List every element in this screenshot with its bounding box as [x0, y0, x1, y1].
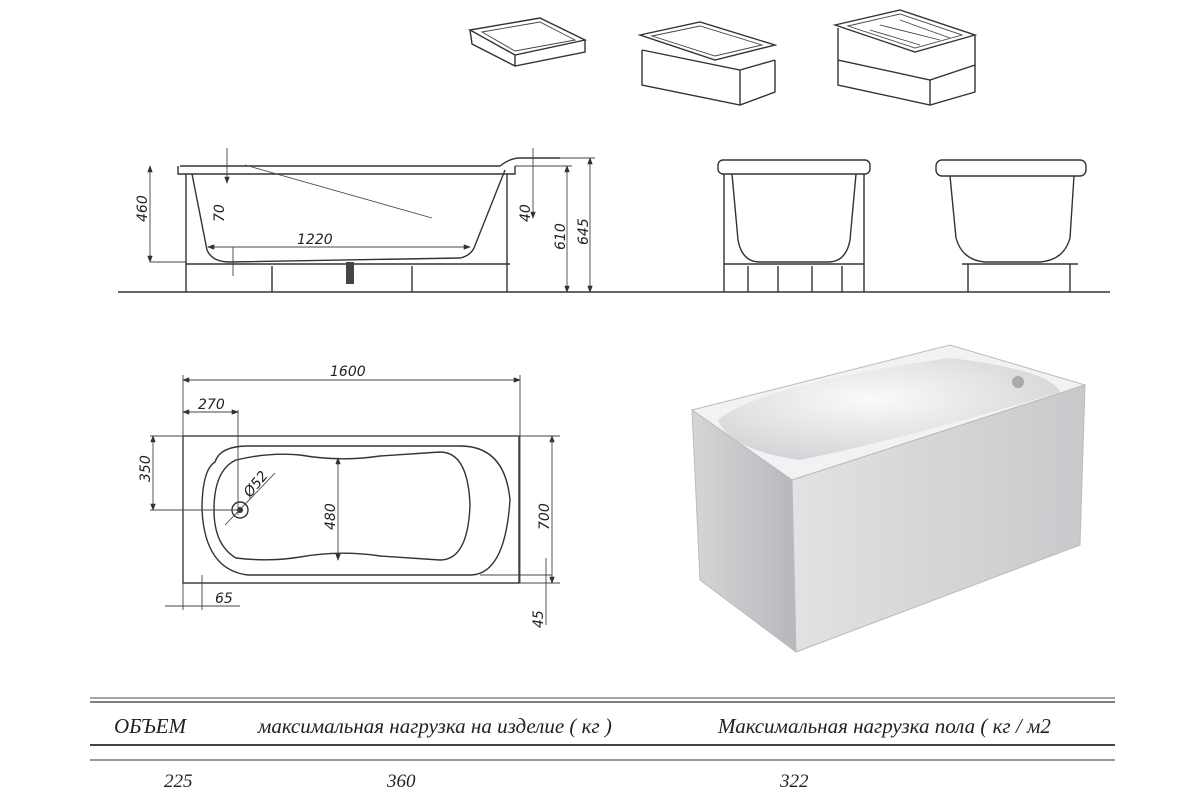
header-volume: ОБЪЕМ: [114, 714, 188, 738]
dim-rim-drop: 40: [518, 204, 534, 222]
dim-drain-offset-y: 350: [138, 455, 154, 482]
header-max-product-load: максимальная нагрузка на изделие ( кг ): [257, 714, 612, 738]
dim-drain-offset-x: 270: [198, 397, 225, 413]
dim-depth: 460: [135, 195, 151, 222]
side-view: 460 70 1220 40 610 645: [135, 148, 595, 293]
dim-rim-margin: 65: [215, 591, 233, 607]
thumbnail-tub-with-panel: [637, 21, 778, 106]
dim-width: 700: [537, 503, 553, 530]
end-view-bare: [935, 159, 1087, 292]
value-max-product-load: 360: [386, 771, 416, 792]
dim-inner-width: 480: [323, 503, 339, 530]
thumbnail-tub-with-frame: [832, 9, 978, 106]
dim-frame-height: 610: [553, 223, 569, 250]
dim-headrest-drop: 70: [212, 204, 228, 222]
top-view: 1600 270 350 Ø52 480 700 65 45: [138, 364, 560, 628]
value-max-floor-load: 322: [779, 771, 809, 792]
dim-edge-margin: 45: [531, 610, 547, 628]
dim-total-height: 645: [576, 218, 592, 245]
specs-table: ОБЪЕМ максимальная нагрузка на изделие (…: [90, 697, 1115, 792]
dim-drain-diameter: Ø52: [240, 468, 271, 501]
dim-length: 1600: [330, 364, 366, 380]
thumbnail-bare-tub: [467, 17, 588, 67]
dim-bottom-length: 1220: [297, 232, 333, 248]
header-max-floor-load: Максимальная нагрузка пола ( кг / м2: [717, 714, 1051, 738]
bathtub-3d-render: [690, 344, 1087, 654]
value-volume: 225: [164, 771, 193, 792]
end-view-with-frame: [717, 159, 871, 292]
